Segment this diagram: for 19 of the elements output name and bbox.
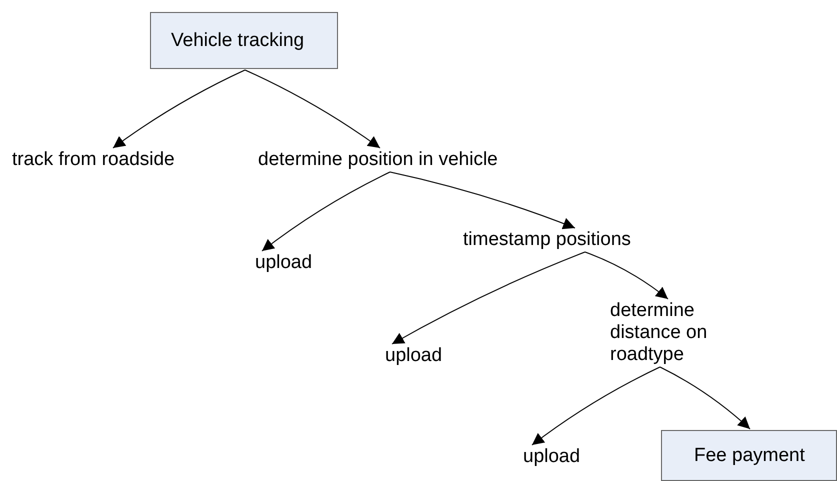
node-label: timestamp positions: [463, 229, 631, 251]
arrow: [390, 172, 576, 230]
arrow: [584, 252, 668, 300]
process-box: [661, 430, 837, 481]
node-label: upload: [523, 446, 580, 468]
node-label: upload: [255, 252, 312, 274]
node-label: track from roadside: [12, 149, 175, 171]
arrow: [112, 70, 246, 148]
box-label: Vehicle tracking: [171, 30, 304, 52]
node-label: determine distance on roadtype: [610, 300, 730, 366]
arrow: [532, 366, 660, 446]
arrow: [244, 70, 380, 148]
node-label: upload: [385, 345, 442, 367]
arrow: [262, 172, 390, 252]
arrow: [392, 252, 586, 344]
process-box: [150, 12, 338, 69]
box-label: Fee payment: [694, 444, 805, 466]
node-label: determine position in vehicle: [258, 149, 498, 171]
arrow: [660, 366, 750, 430]
